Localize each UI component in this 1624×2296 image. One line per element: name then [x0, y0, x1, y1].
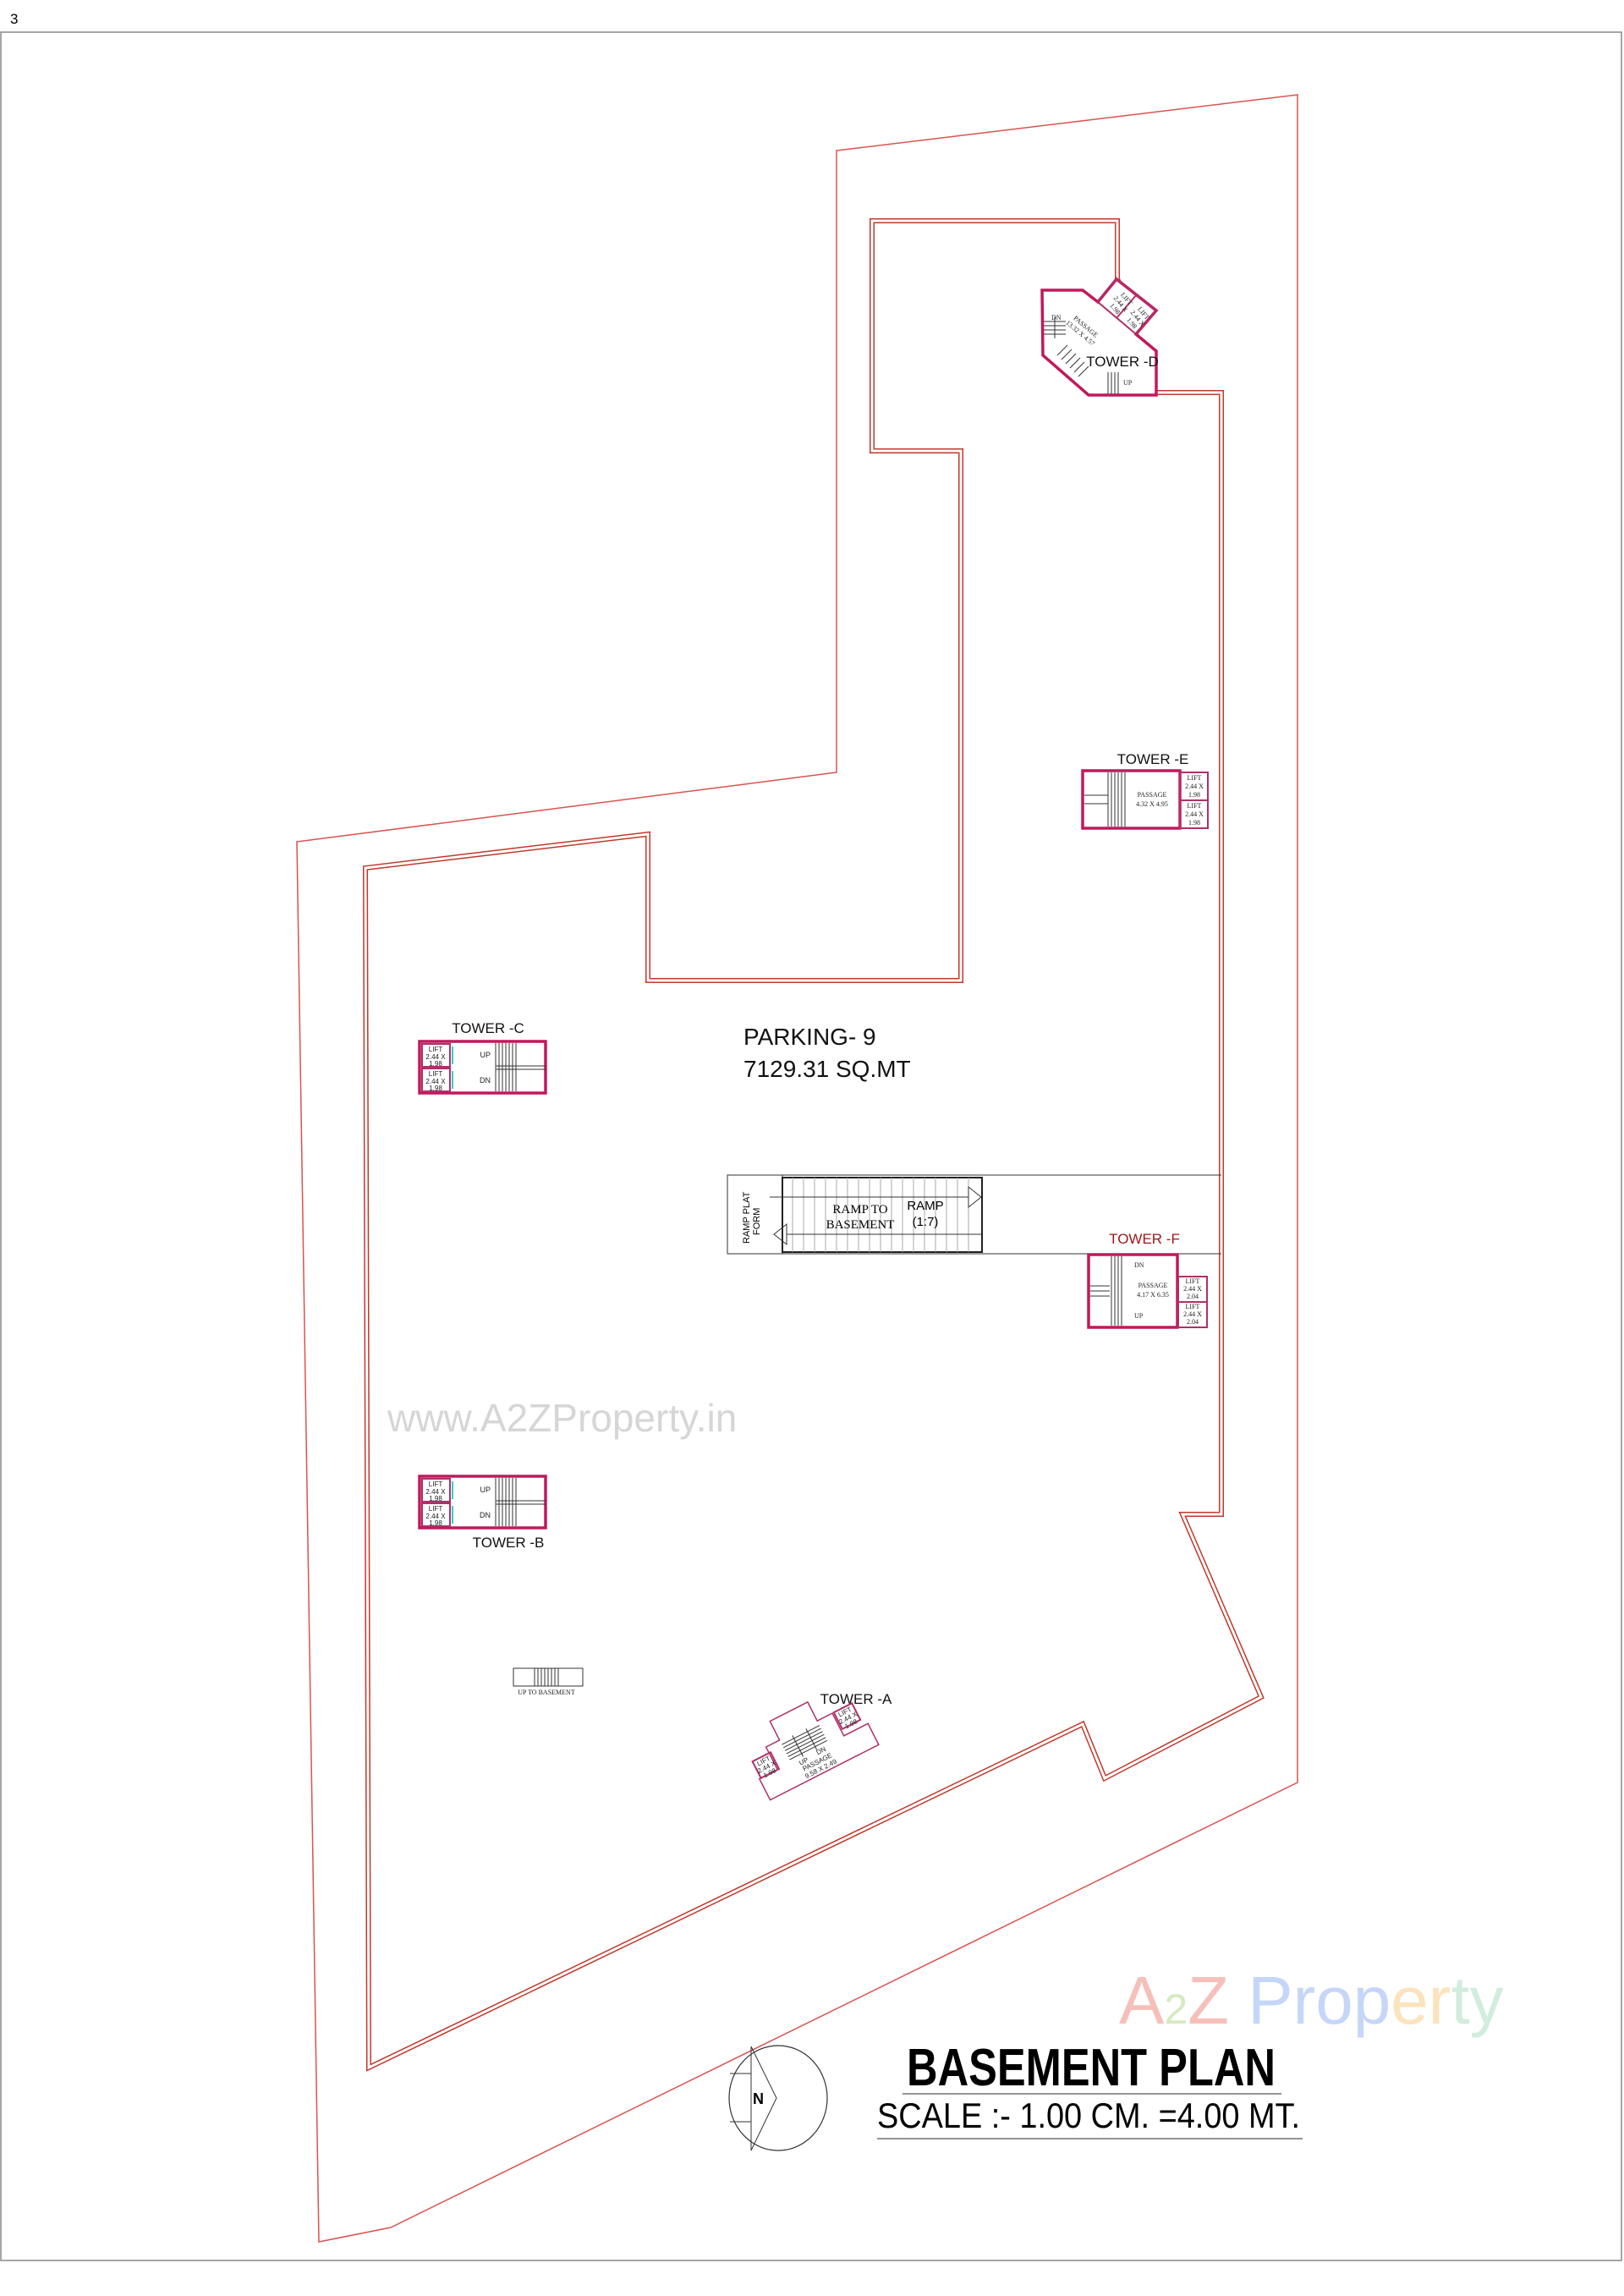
svg-text:LIFT2.44 X1.98: LIFT2.44 X1.98: [1185, 774, 1204, 799]
tower-a-label: TOWER -A: [820, 1691, 892, 1707]
tower-e-label: TOWER -E: [1117, 751, 1189, 767]
sheet-frame: [0, 31, 1622, 2261]
up-to-basement-stair: UP TO BASEMENT: [513, 1667, 584, 1696]
svg-text:LIFT2.44 X2.04: LIFT2.44 X2.04: [1183, 1303, 1202, 1326]
drawing-title: BASEMENT PLAN: [907, 2039, 1276, 2097]
site-boundary: [296, 94, 1298, 2243]
svg-text:LIFT2.44 X1.98: LIFT2.44 X1.98: [425, 1046, 446, 1068]
tower-d-label: TOWER -D: [1086, 354, 1159, 370]
up-to-basement-label: UP TO BASEMENT: [518, 1689, 575, 1696]
svg-text:LIFT2.44 X1.98: LIFT2.44 X1.98: [425, 1480, 446, 1502]
svg-text:DN: DN: [480, 1076, 491, 1085]
svg-text:UP: UP: [1134, 1312, 1144, 1320]
parking-area: 7129.31 SQ.MT: [743, 1056, 911, 1082]
ramp-gradient-label: RAMP(1:7): [907, 1199, 943, 1229]
parking-label: PARKING- 9: [743, 1024, 876, 1050]
svg-text:UP: UP: [480, 1486, 491, 1494]
svg-text:LIFT2.44 X1.98: LIFT2.44 X1.98: [1185, 802, 1204, 827]
page-number: 3: [10, 11, 18, 27]
svg-text:UP: UP: [480, 1051, 491, 1059]
ramp-down-arrow: [773, 1222, 981, 1246]
tower-d: DN UP PASSAGE13.32 X 4.57 LIFT2.44 X1.98…: [1040, 277, 1159, 397]
tower-a: TOWER -A LIFT2.44 X1.98 LIFT2.44 X1.98 U…: [751, 1691, 892, 1801]
tower-c-label: TOWER -C: [452, 1020, 524, 1036]
ramp-grooves: [792, 1178, 969, 1252]
ramp-up-arrow: [770, 1185, 982, 1209]
watermark-url: www.A2ZProperty.in: [387, 1396, 737, 1440]
north-label: N: [753, 2090, 764, 2107]
svg-text:LIFT2.44 X1.98: LIFT2.44 X1.98: [425, 1070, 446, 1092]
ramp-platform-label: RAMP PLATFORM: [742, 1191, 762, 1244]
ramp-slope: [782, 1177, 983, 1253]
svg-text:UP: UP: [1123, 379, 1133, 387]
tower-f-label: TOWER -F: [1109, 1231, 1180, 1247]
svg-text:LIFT2.44 X2.04: LIFT2.44 X2.04: [1183, 1277, 1202, 1300]
svg-text:DN: DN: [1134, 1261, 1144, 1269]
drawing-scale: SCALE :- 1.00 CM. =4.00 MT.: [877, 2096, 1300, 2135]
svg-text:DN: DN: [480, 1511, 491, 1519]
logo-text: A2Z Property: [1119, 1963, 1504, 2038]
a2z-property-logo: A2Z Property: [1119, 1963, 1504, 2038]
tower-b-label: TOWER -B: [473, 1535, 545, 1551]
north-arrow-icon: N: [728, 2045, 828, 2151]
basement-boundary: [362, 218, 1265, 2072]
svg-text:LIFT2.44 X1.98: LIFT2.44 X1.98: [425, 1505, 446, 1527]
svg-text:DN: DN: [1051, 314, 1062, 321]
